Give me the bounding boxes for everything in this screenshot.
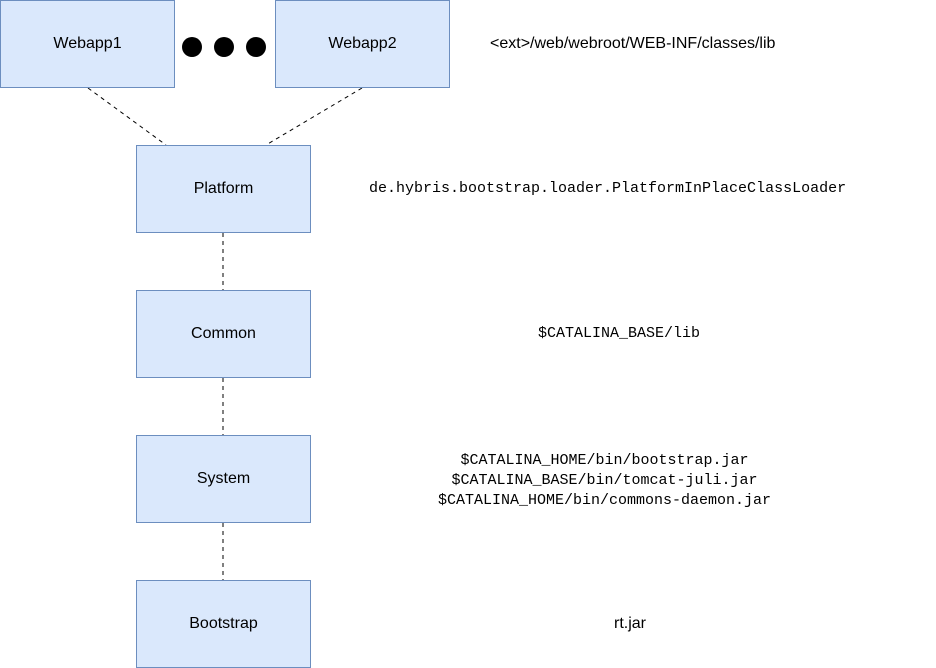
common-node: Common	[136, 290, 311, 378]
bootstrap-classpath-label: rt.jar	[614, 615, 646, 632]
system-classpath-line: $CATALINA_HOME/bin/bootstrap.jar	[460, 452, 749, 469]
connector-webapp2-platform	[265, 87, 363, 146]
system-classpath-label: $CATALINA_HOME/bin/bootstrap.jar $CATALI…	[438, 451, 771, 511]
webapp1-node: Webapp1	[0, 0, 175, 88]
system-node: System	[136, 435, 311, 523]
common-classpath-label: $CATALINA_BASE/lib	[538, 325, 701, 342]
ellipsis-icon	[182, 37, 266, 57]
system-classpath-line: $CATALINA_BASE/bin/tomcat-juli.jar	[451, 472, 758, 489]
connector-webapp1-platform	[87, 87, 167, 146]
webapp2-node: Webapp2	[275, 0, 450, 88]
system-classpath-line: $CATALINA_HOME/bin/commons-daemon.jar	[438, 492, 772, 509]
platform-node: Platform	[136, 145, 311, 233]
platform-classloader-label: de.hybris.bootstrap.loader.PlatformInPla…	[369, 180, 847, 197]
bootstrap-node: Bootstrap	[136, 580, 311, 668]
webapps-classpath-label: <ext>/web/webroot/WEB-INF/classes/lib	[490, 35, 776, 52]
